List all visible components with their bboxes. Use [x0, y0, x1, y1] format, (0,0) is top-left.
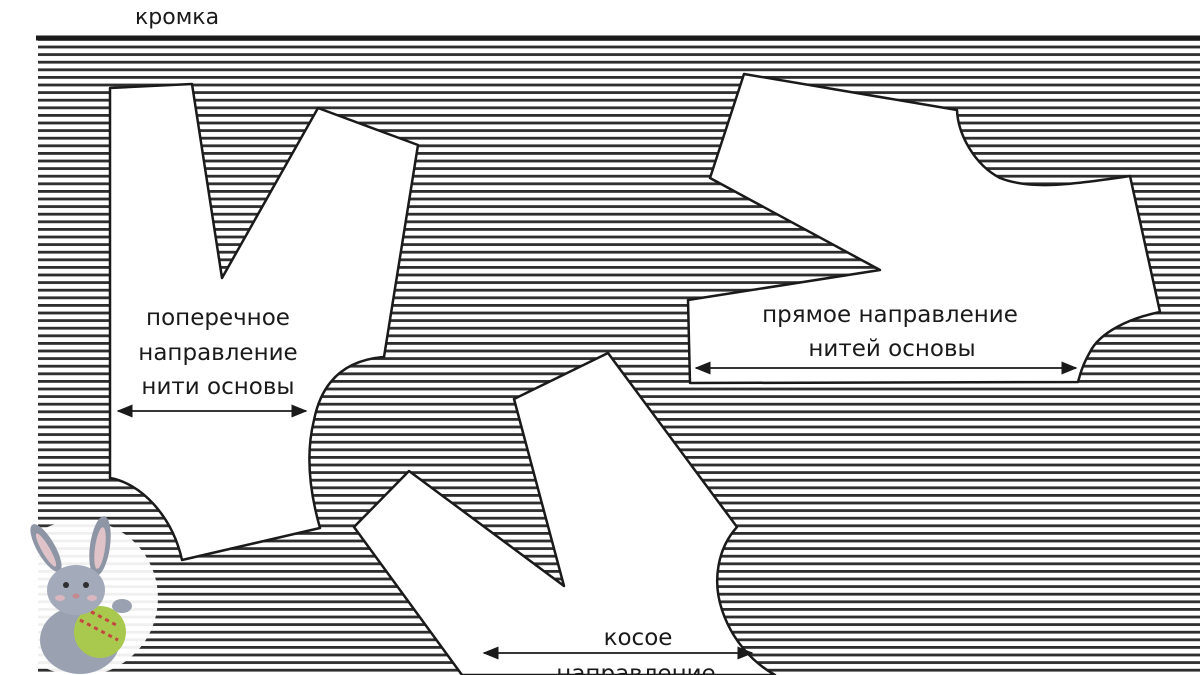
piece-label-line-2: направление — [556, 661, 715, 675]
selvage-label: кромка — [135, 5, 219, 30]
piece-label-line-1: прямое направление — [762, 302, 1018, 328]
piece-label-line-1: косое — [604, 625, 673, 651]
pattern-piece-bias: косое направление — [352, 351, 777, 675]
piece-label-line-3: нити основы — [141, 374, 294, 400]
piece-outline — [108, 82, 420, 562]
piece-label-line-1: поперечное — [146, 305, 290, 331]
piece-label-line-2: нитей основы — [808, 336, 975, 362]
piece-outline — [686, 72, 1162, 385]
bunny-icon — [2, 516, 158, 675]
piece-label-line-2: направление — [138, 340, 297, 366]
piece-outline — [352, 351, 777, 675]
pattern-piece-lengthwise: прямое направление нитей основы — [686, 72, 1162, 385]
pattern-piece-crosswise: поперечное направление нити основы — [108, 82, 420, 562]
